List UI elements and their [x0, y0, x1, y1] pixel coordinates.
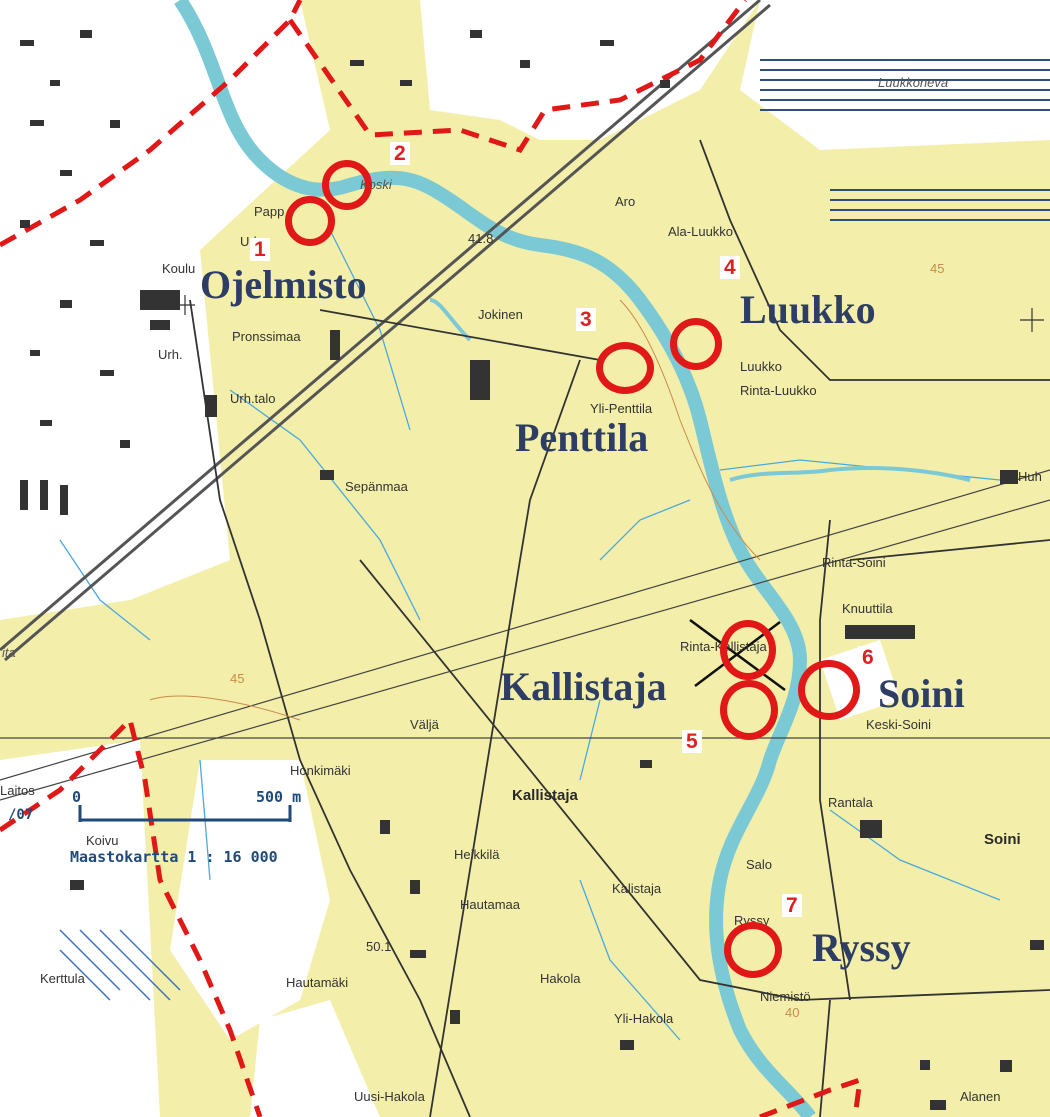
spot-height: 50.1 — [366, 939, 392, 954]
place-label: Urh.talo — [230, 391, 276, 406]
buildings — [20, 30, 1044, 1110]
region-label-ryssy: Ryssy — [812, 925, 911, 970]
place-label: Kalistaja — [612, 881, 662, 896]
region-label-ojelmisto: Ojelmisto — [200, 262, 367, 307]
marsh-luukkoneva — [740, 0, 1050, 150]
marker-circle-5-crossed[interactable] — [720, 620, 776, 680]
place-label: Huh — [1018, 469, 1042, 484]
marker-circle-7[interactable] — [724, 922, 782, 978]
place-label: Rinta-Soini — [822, 555, 886, 570]
place-label: Koivu — [86, 833, 119, 848]
marsh-hatching — [760, 59, 1050, 221]
region-label-kallistaja: Kallistaja — [500, 664, 667, 709]
place-label: Väljä — [410, 717, 439, 732]
contour-height: 40 — [785, 1005, 800, 1020]
urban-area-north — [420, 0, 760, 140]
marker-circle-2[interactable] — [322, 160, 372, 210]
scale-distance: 500 m — [256, 788, 302, 806]
marker-circle-5[interactable] — [720, 680, 778, 740]
boundary-line — [0, 0, 864, 1117]
marker-circle-6[interactable] — [798, 660, 860, 720]
marker-number-6: 6 — [858, 646, 878, 669]
region-label-luukko: Luukko — [740, 287, 876, 332]
scale-title: Maastokartta 1 : 16 000 — [70, 848, 278, 866]
place-label: Yli-Penttila — [590, 401, 653, 416]
marker-number-4: 4 — [720, 256, 740, 279]
marker-circle-3[interactable] — [596, 342, 654, 394]
open-area-hautamaki — [250, 1000, 380, 1117]
marker-number-5: 5 — [682, 730, 702, 753]
open-area-southwest — [0, 740, 160, 1117]
place-label: Knuuttila — [842, 601, 893, 616]
place-label: Sepänmaa — [345, 479, 408, 494]
place-label: Keski-Soini — [866, 717, 932, 732]
place-label: Heikkilä — [454, 847, 500, 862]
place-label: Salo — [746, 857, 773, 872]
marker-number-1: 1 — [250, 238, 270, 261]
contours — [149, 299, 761, 721]
region-label-penttila: Penttila — [515, 415, 649, 460]
place-label: Niemistö — [760, 989, 811, 1004]
place-label: Alanen — [960, 1089, 1001, 1104]
place-label: Kerttula — [40, 971, 85, 986]
place-label: Pronssimaa — [232, 329, 301, 344]
contour-height: 45 — [930, 261, 945, 276]
marker-circle-4[interactable] — [670, 318, 722, 370]
tributary — [729, 466, 971, 482]
place-label: Papp — [254, 204, 285, 219]
marker-circle-1[interactable] — [285, 196, 335, 246]
region-label-soini: Soini — [878, 671, 965, 716]
contour-height: 45 — [230, 671, 245, 686]
marker-number-2: 2 — [390, 142, 410, 165]
place-label: Koulu — [162, 261, 196, 276]
place-label: Uusi-Hakola — [354, 1089, 425, 1104]
place-label: Urh. — [158, 347, 183, 362]
place-label: Ala-Luukko — [668, 224, 734, 239]
place-label: Aro — [615, 194, 636, 209]
scale-bar-graphic — [78, 805, 292, 822]
hatched-area-kerttula — [59, 929, 181, 1001]
place-label: Laitos — [0, 783, 35, 798]
place-label: Hautamaa — [460, 897, 520, 912]
place-label: Honkimäki — [290, 763, 351, 778]
place-label: Jokinen — [478, 307, 523, 322]
place-label: Soini — [984, 831, 1021, 848]
place-label: Luukko — [740, 359, 782, 374]
place-label: Yli-Hakola — [614, 1011, 674, 1026]
place-label: Rantala — [828, 795, 873, 810]
marker-number-7: 7 — [782, 894, 802, 917]
place-label: ita — [2, 645, 16, 660]
marker-number-3: 3 — [576, 308, 596, 331]
place-label: Hakola — [540, 971, 581, 986]
spot-height: 41.8 — [468, 231, 494, 246]
place-label: Kallistaja — [512, 787, 578, 804]
scale-zero: 0 — [72, 788, 82, 806]
place-label: Hautamäki — [286, 975, 349, 990]
map-sheet-number: /07 — [8, 807, 34, 823]
place-label: Luukkoneva — [878, 75, 949, 90]
grid-crosses — [175, 295, 1044, 332]
power-lines — [0, 469, 1050, 801]
open-area-honkimaki — [170, 760, 330, 1040]
place-label: Rinta-Luukko — [740, 383, 817, 398]
railways — [0, 0, 771, 662]
